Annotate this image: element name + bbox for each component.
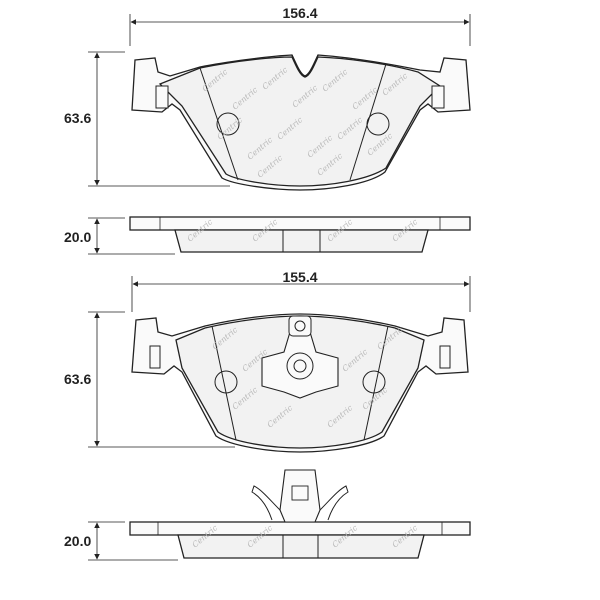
bottom-side-backing-plate bbox=[129, 521, 471, 536]
bottom-side-friction bbox=[177, 534, 425, 559]
bottom-pad-front-view bbox=[88, 276, 471, 453]
top-friction-material bbox=[158, 56, 442, 187]
top-thickness-label: 20.0 bbox=[64, 229, 91, 245]
spring-clip bbox=[279, 469, 321, 523]
bottom-width-label: 155.4 bbox=[282, 269, 317, 285]
top-side-backing-plate bbox=[129, 216, 471, 231]
top-pad-side-view bbox=[88, 216, 471, 255]
top-height-label: 63.6 bbox=[64, 110, 91, 126]
bottom-pad-side-view bbox=[88, 469, 471, 561]
bottom-height-label: 63.6 bbox=[64, 371, 91, 387]
top-side-friction bbox=[174, 229, 429, 253]
top-pad-front-view bbox=[88, 14, 471, 191]
bottom-center-clip bbox=[261, 331, 339, 399]
bottom-thickness-label: 20.0 bbox=[64, 533, 91, 549]
top-width-label: 156.4 bbox=[282, 5, 317, 21]
